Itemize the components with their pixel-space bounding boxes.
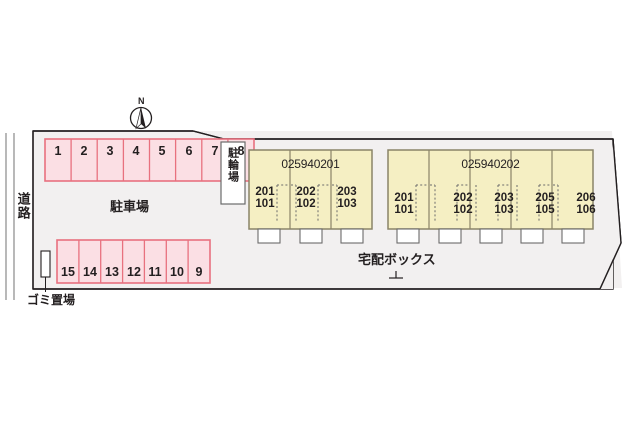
stall-number: 3: [106, 144, 114, 158]
building-code-left: 025940201: [281, 157, 340, 171]
north-label: N: [138, 96, 145, 106]
stall-number: 7: [211, 144, 219, 158]
stall-number: 12: [127, 265, 141, 279]
unit-lower: 105: [535, 204, 555, 217]
stall-number: 2: [80, 144, 88, 158]
garbage-area-label: ゴミ置場: [27, 293, 76, 307]
unit-upper: 206: [576, 192, 596, 204]
parking-lot-label: 駐車場: [110, 199, 150, 214]
bicycle-parking-area: [220, 141, 246, 205]
stall-number: 11: [148, 265, 162, 279]
stall-number: 5: [158, 144, 166, 158]
unit-upper: 202: [296, 186, 316, 198]
stall-number: 14: [83, 265, 97, 279]
unit-lower: 103: [494, 204, 514, 217]
road-lines: [5, 133, 15, 300]
stall-number: 8: [237, 144, 245, 158]
stall-number: 1: [54, 144, 62, 158]
garbage-area-marker: [40, 250, 51, 292]
unit-lower: 106: [576, 204, 596, 217]
unit-lower: 102: [453, 204, 473, 217]
unit-upper: 203: [337, 186, 357, 198]
stall-number: 9: [195, 265, 203, 279]
north-compass-icon: [129, 106, 153, 130]
upper-parking-row: [44, 138, 255, 182]
stall-number: 13: [105, 265, 119, 279]
road-label: 道路: [15, 192, 31, 220]
unit-lower: 102: [296, 198, 316, 211]
unit-lower: 103: [337, 198, 357, 211]
stall-number: 10: [170, 265, 184, 279]
stall-number: 6: [185, 144, 193, 158]
delivery-box-marker: [389, 271, 403, 279]
bicycle-parking-label: 駐輪場: [226, 147, 239, 183]
stall-number: 15: [61, 265, 75, 279]
building-code-right: 025940202: [461, 157, 520, 171]
building-right: [387, 149, 594, 244]
lower-parking-row: [56, 239, 211, 284]
unit-upper: 202: [453, 192, 473, 204]
unit-upper: 201: [394, 192, 414, 204]
unit-lower: 101: [255, 198, 275, 211]
unit-upper: 205: [535, 192, 555, 204]
unit-lower: 101: [394, 204, 414, 217]
unit-upper: 201: [255, 186, 275, 198]
stall-number: 4: [132, 144, 140, 158]
building-left: [248, 149, 373, 244]
unit-upper: 203: [494, 192, 514, 204]
delivery-box-label: 宅配ボックス: [358, 252, 436, 267]
